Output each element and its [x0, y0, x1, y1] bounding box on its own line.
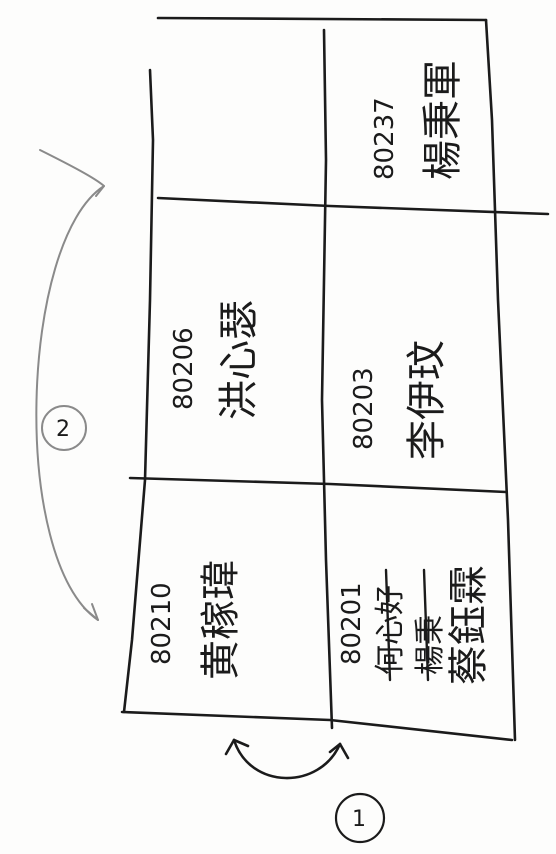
curve-arrow	[232, 738, 342, 780]
cell-middle-right: 80203 李伊玟	[349, 340, 450, 460]
cell-top-right: 80237 楊秉軍	[370, 60, 466, 180]
student-name: 李伊玟	[404, 340, 450, 460]
arrow-head-icon	[39, 149, 105, 197]
curve-arrow	[35, 185, 105, 621]
strike-line	[422, 568, 430, 682]
marker-number: 1	[352, 807, 366, 832]
seating-grid	[120, 16, 550, 742]
struck-name: 何心好	[373, 585, 408, 675]
cell-bottom-left: 80210 黄稼瑋	[147, 560, 244, 680]
grid-upper-horizontal	[156, 196, 550, 216]
grid-top-edge	[156, 16, 488, 22]
student-name: 黄稼瑋	[198, 560, 244, 680]
lower-marker: 1	[334, 792, 386, 844]
seat-code: 80203	[349, 367, 379, 450]
marker-circle-icon	[41, 405, 87, 451]
marker-number: 2	[56, 417, 70, 442]
swap-arrow-upper	[35, 149, 105, 621]
grid-right-edge	[484, 18, 517, 742]
struck-name: 楊秉	[413, 615, 448, 675]
arrow-head-icon	[224, 738, 250, 756]
grid-bottom-edge	[120, 710, 514, 742]
swap-arrow-lower	[224, 738, 350, 780]
grid-middle-vertical	[320, 28, 334, 730]
student-name: 蔡鈺霖	[446, 565, 492, 685]
seat-code: 80201	[337, 582, 367, 665]
cell-bottom-right: 80201 何心好 楊秉 蔡鈺霖	[337, 565, 492, 685]
marker-circle-icon	[334, 792, 386, 844]
seat-code: 80237	[370, 97, 400, 180]
grid-lower-horizontal	[128, 476, 508, 494]
strike-line	[384, 568, 392, 682]
arrow-head-icon	[328, 742, 350, 760]
seat-code: 80206	[169, 327, 199, 410]
cell-middle-left: 80206 洪心瑟	[169, 300, 262, 420]
grid-left-edge	[122, 68, 155, 714]
seat-code: 80210	[147, 582, 177, 665]
upper-marker: 2	[41, 405, 87, 451]
student-name: 洪心瑟	[216, 300, 262, 420]
student-name: 楊秉軍	[420, 60, 466, 180]
arrow-head-icon	[83, 603, 99, 621]
